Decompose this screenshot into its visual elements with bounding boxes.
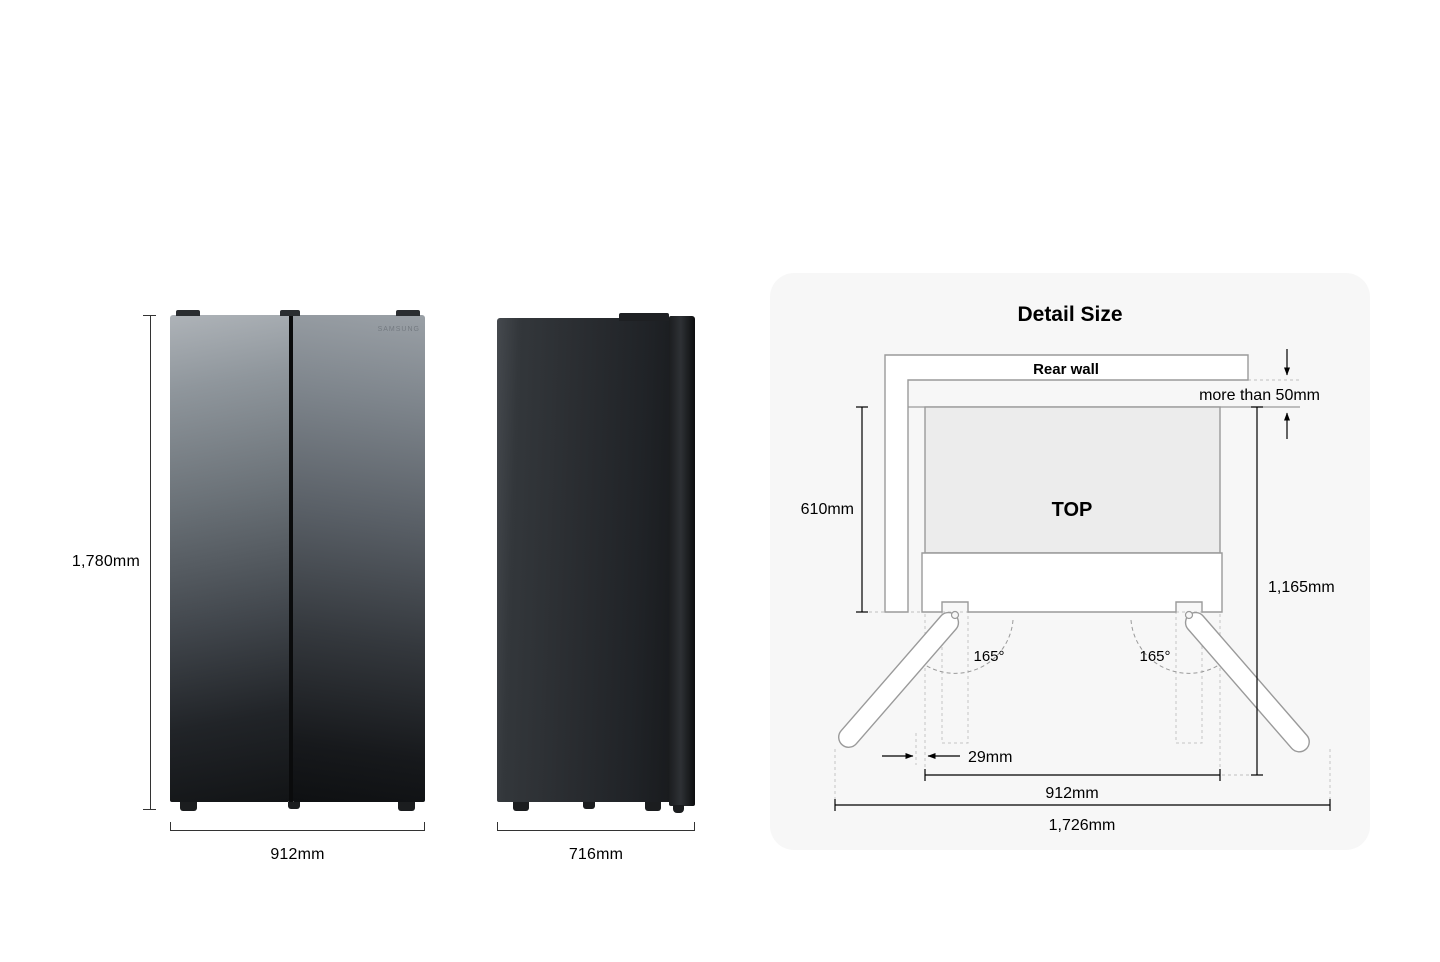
hinge-cap-left [176,310,200,316]
protrusion-label: 29mm [968,749,1012,766]
total-width-label: 1,726mm [1049,817,1116,834]
detail-size-title: Detail Size [1017,303,1123,326]
right-door-swing-arc [1130,619,1228,674]
hinge-cap-right [396,310,420,316]
fridge-front-section [921,552,1223,613]
rear-wall-label: Rear wall [1033,361,1099,378]
front-height-label: 1,780mm [71,553,140,570]
clearance-label: more than 50mm [1199,387,1320,404]
side-foot-back [513,802,529,811]
brand-logo: SAMSUNG [377,326,420,333]
left-door-open [838,611,960,748]
fridge-top-body [924,406,1221,554]
front-height-tick-bottom [143,809,156,810]
front-foot-left [180,802,197,811]
right-door-open [1184,611,1310,753]
left-angle-label: 165° [973,648,1004,665]
side-body [497,318,669,802]
side-view [497,313,695,813]
front-left-door [170,315,289,802]
depth-total-label: 1,165mm [1268,579,1335,596]
front-height-dimension-line [150,315,151,810]
right-hinge-pivot [1184,610,1194,620]
front-foot-right [398,802,415,811]
detail-size-panel: Detail Size Rear wall more than 50mm TOP [770,273,1370,850]
front-width-label: 912mm [270,846,325,863]
rear-wall-shape [884,354,1249,613]
left-hinge-pivot [950,610,960,620]
depth-no-door-label: 610mm [801,501,854,518]
front-width-tick-right [424,822,425,831]
side-depth-dimension-line [497,830,695,831]
front-door-gap [289,315,293,802]
side-hinge-cover [619,313,669,321]
side-foot-middle [583,802,595,809]
front-right-door: SAMSUNG [293,315,425,802]
side-depth-tick-right [694,822,695,831]
front-height-tick-top [143,315,156,316]
side-door-caster [673,805,684,813]
left-door-swing-arc [916,619,1014,674]
front-foot-center [288,802,300,809]
front-width-dimension-line [170,830,425,831]
side-depth-tick-left [497,822,498,831]
side-depth-label: 716mm [568,846,624,863]
body-width-label: 912mm [1045,785,1098,802]
side-foot-front [645,802,661,811]
hinge-cap-center [280,310,300,316]
front-view: SAMSUNG [170,310,425,811]
front-width-tick-left [170,822,171,831]
detail-size-diagram: Rear wall more than 50mm TOP 165° 165° 2… [801,349,1335,834]
side-door-edge [669,316,695,806]
top-label: TOP [1052,499,1093,521]
right-angle-label: 165° [1139,648,1170,665]
